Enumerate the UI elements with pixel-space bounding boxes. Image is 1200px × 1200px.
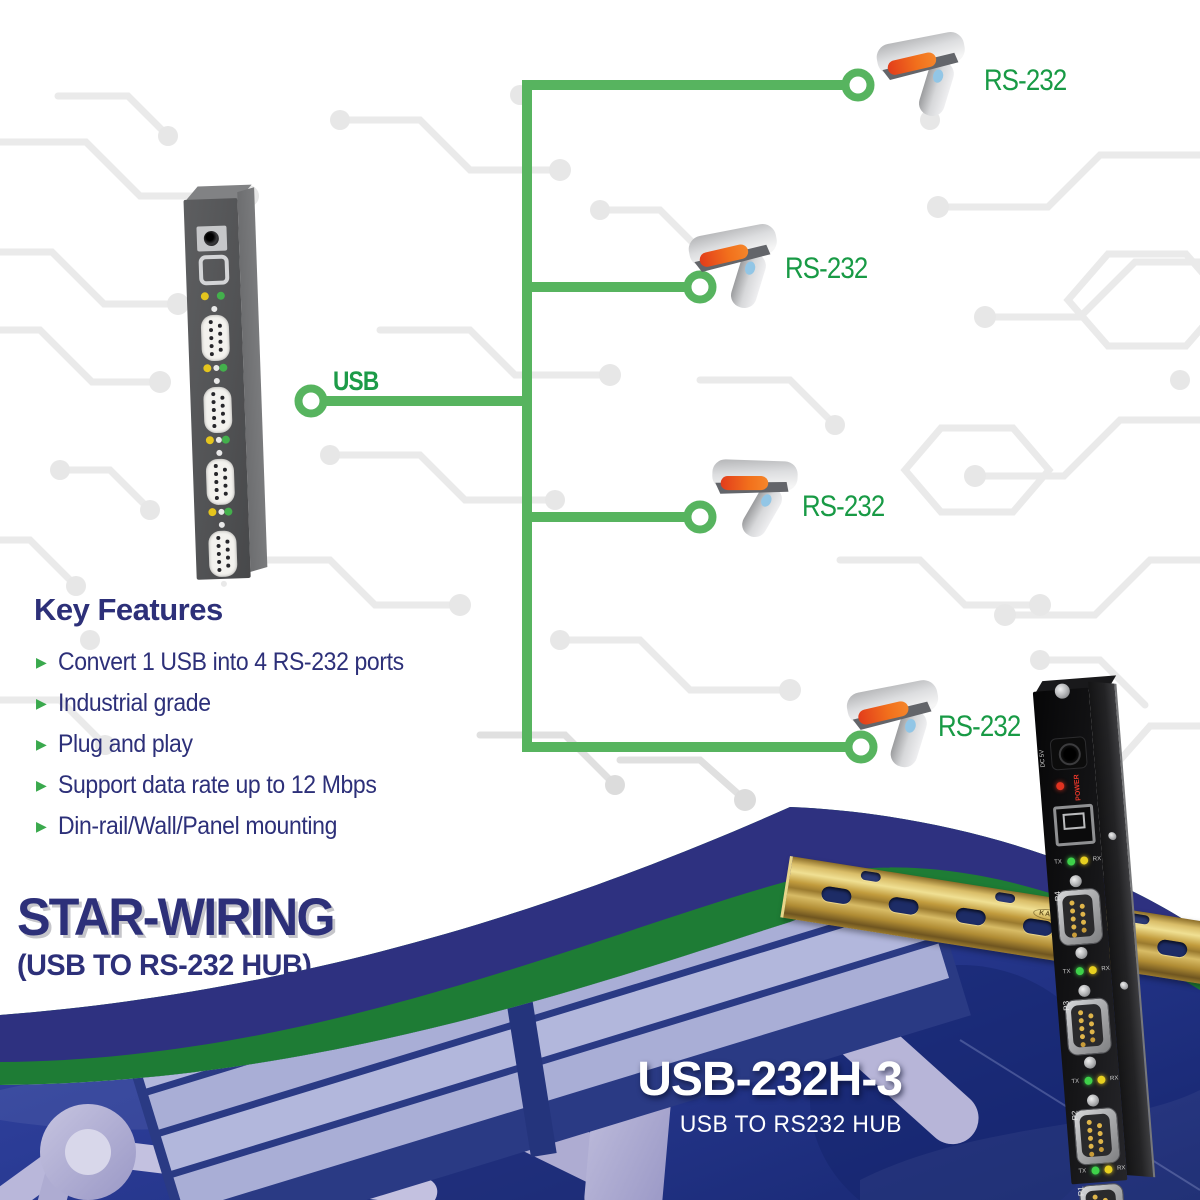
feature-item: Convert 1 USB into 4 RS-232 ports xyxy=(34,642,434,683)
serial-port-p3: P3 xyxy=(1062,997,1113,1057)
usb-b-input-port xyxy=(1052,803,1096,847)
product-subtitle: USB TO RS232 HUB xyxy=(679,1111,902,1138)
node-ring-4 xyxy=(844,730,878,764)
page-title: STAR-WIRING xyxy=(17,888,335,947)
feature-item: Industrial grade xyxy=(34,683,434,724)
serial-port-p1: P1 xyxy=(1076,1182,1127,1200)
dc-label: DC 5V xyxy=(1039,749,1047,768)
key-features-heading: Key Features xyxy=(34,592,223,627)
page-subtitle: (USB TO RS-232 HUB) xyxy=(17,949,312,982)
product-name: USB-232H-3 xyxy=(637,1053,903,1106)
feature-item: Din-rail/Wall/Panel mounting xyxy=(34,806,434,847)
power-label: POWER xyxy=(1073,774,1083,801)
feature-item: Plug and play xyxy=(34,724,434,765)
rs232-label-4: RS-232 xyxy=(938,710,1021,743)
node-ring-usb xyxy=(294,384,328,418)
navy-wave xyxy=(0,807,1200,1062)
node-ring-3 xyxy=(683,500,717,534)
serial-port-p4: P4 xyxy=(1053,887,1104,947)
node-ring-1 xyxy=(841,68,875,102)
rs232-label-3: RS-232 xyxy=(802,490,885,523)
tx-rx-leds: TX RX xyxy=(1062,965,1110,976)
tx-rx-leds: TX RX xyxy=(1054,856,1102,866)
power-led xyxy=(1055,781,1065,791)
usb-label: USB xyxy=(333,366,379,396)
feature-item: Support data rate up to 12 Mbps xyxy=(34,765,434,806)
key-features-section: Key Features Convert 1 USB into 4 RS-232… xyxy=(34,592,434,847)
tx-rx-leds: TX RX xyxy=(1071,1075,1119,1086)
screw xyxy=(1054,683,1071,700)
serial-port-p2: P2 xyxy=(1070,1106,1121,1166)
dc-power-jack xyxy=(1049,735,1088,771)
tx-rx-leds: TX RX xyxy=(1078,1165,1126,1175)
rs232-label-1: RS-232 xyxy=(984,64,1067,97)
page-title-block: STAR-WIRING (USB TO RS-232 HUB) xyxy=(17,891,350,983)
node-ring-2 xyxy=(683,270,717,304)
rs232-label-2: RS-232 xyxy=(785,252,868,285)
product-title-block: USB-232H-3 USB TO RS232 HUB xyxy=(600,1053,903,1139)
